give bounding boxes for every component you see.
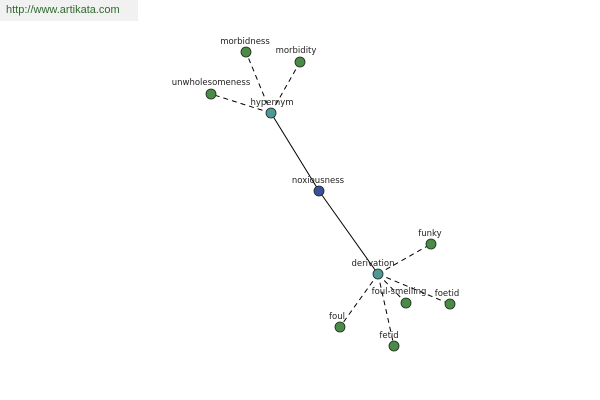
edge-derivation-foul-smelling: [377, 273, 407, 304]
node-label-funky: funky: [418, 229, 441, 239]
node-circle-foul-smelling[interactable]: [400, 297, 412, 309]
node-label-noxiousness: noxiousness: [292, 176, 345, 186]
edge-noxiousness-derivation: [318, 190, 379, 275]
node-label-foetid: foetid: [435, 289, 460, 299]
edge-noxiousness-hypernym: [270, 112, 320, 192]
node-foul-smelling[interactable]: foul-smelling: [372, 287, 427, 309]
node-hypernym[interactable]: hypernym: [250, 98, 294, 119]
node-label-foul-smelling: foul-smelling: [372, 287, 427, 297]
node-label-morbidity: morbidity: [276, 46, 317, 56]
node-circle-morbidity[interactable]: [294, 56, 306, 68]
node-circle-morbidness[interactable]: [240, 46, 252, 58]
node-circle-noxiousness[interactable]: [313, 185, 325, 197]
node-label-derivation: derivation: [351, 259, 394, 269]
node-circle-derivation[interactable]: [372, 268, 384, 280]
edge-derivation-funky: [377, 243, 432, 275]
edge-derivation-fetid: [377, 273, 395, 347]
node-foul[interactable]: foul: [329, 312, 346, 333]
node-label-foul: foul: [329, 312, 345, 322]
node-circle-funky[interactable]: [425, 238, 437, 250]
edge-hypernym-unwholesomeness: [210, 93, 272, 114]
edge-derivation-foul: [339, 273, 379, 328]
node-morbidity[interactable]: morbidity: [276, 46, 317, 68]
node-derivation[interactable]: derivation: [351, 259, 395, 280]
edge-hypernym-morbidity: [270, 61, 301, 114]
node-foetid[interactable]: foetid: [435, 289, 460, 310]
node-circle-fetid[interactable]: [388, 340, 400, 352]
node-noxiousness[interactable]: noxiousness: [292, 176, 345, 197]
node-label-fetid: fetid: [379, 331, 398, 341]
edge-derivation-foetid: [377, 273, 451, 305]
node-unwholesomeness[interactable]: unwholesomeness: [172, 78, 251, 100]
node-fetid[interactable]: fetid: [379, 331, 400, 352]
node-circle-foul[interactable]: [334, 321, 346, 333]
node-label-hypernym: hypernym: [250, 98, 293, 108]
node-label-morbidness: morbidness: [220, 37, 270, 47]
node-circle-hypernym[interactable]: [265, 107, 277, 119]
node-label-unwholesomeness: unwholesomeness: [172, 78, 251, 88]
node-circle-unwholesomeness[interactable]: [205, 88, 217, 100]
edges-layer: [210, 51, 451, 347]
site-url-link[interactable]: http://www.artikata.com: [0, 0, 138, 21]
nodes-layer: noxiousness hypernym derivation morbidness m…: [172, 37, 460, 352]
edge-hypernym-morbidness: [245, 51, 272, 114]
node-circle-foetid[interactable]: [444, 298, 456, 310]
node-funky[interactable]: funky: [418, 229, 442, 250]
node-morbidness[interactable]: morbidness: [220, 37, 270, 58]
